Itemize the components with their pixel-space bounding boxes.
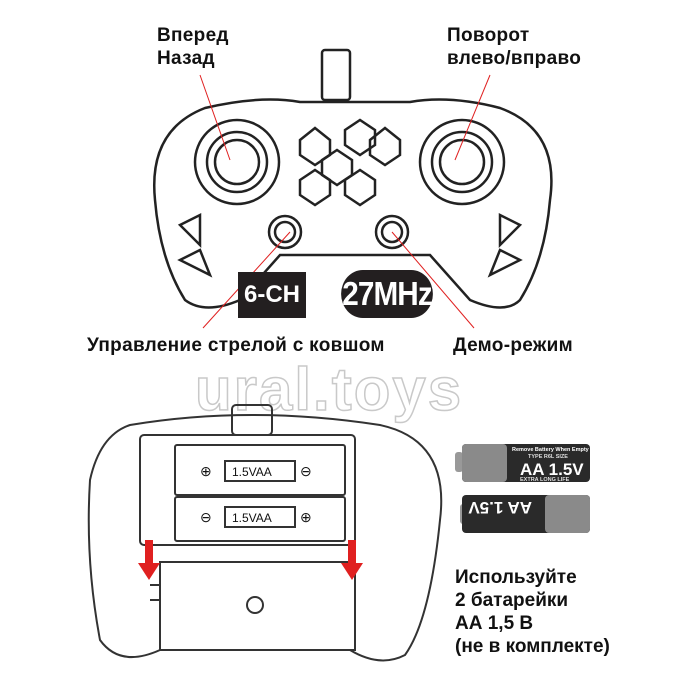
slot-2-label: 1.5VAA [232,511,272,525]
watermark: ural.toys [194,356,464,423]
slot-1-label: 1.5VAA [232,465,272,479]
demo-mode-label: Демо-режим [453,335,573,356]
channels-badge: 6-CH [238,272,306,318]
battery-slot-text: 1.5VAA 1.5VAA ⊕ ⊖ ⊖ ⊕ [200,463,312,525]
battery-note-text: Remove Battery When Empty [512,447,590,453]
arrow-down-icon [138,563,160,580]
arrow-down-icon [341,563,363,580]
top-controller [153,48,553,309]
battery-life-text: EXTRA LONG LIFE [520,477,570,483]
battery-label-2: AA 1.5V [468,498,532,517]
plus-icon: ⊕ [300,509,312,525]
bucket-control-label: Управление стрелой с ковшом [87,335,385,356]
frequency-badge: 27MHz [341,270,433,318]
turn-label: Поворот влево/вправо [447,25,582,69]
battery-label: AA 1.5V [520,460,584,479]
insert-arrows [138,540,363,580]
plus-icon: ⊕ [200,463,212,479]
battery-type-text: TYPE R6L SIZE [528,454,568,460]
minus-icon: ⊖ [300,463,312,479]
battery-image: Remove Battery When Empty TYPE R6L SIZE … [455,444,590,533]
battery-note: Используйте 2 батарейки АА 1,5 В (не в к… [455,567,610,657]
minus-icon: ⊖ [200,509,212,525]
forward-back-label: Вперед Назад [157,25,229,69]
bottom-controller [87,404,443,662]
